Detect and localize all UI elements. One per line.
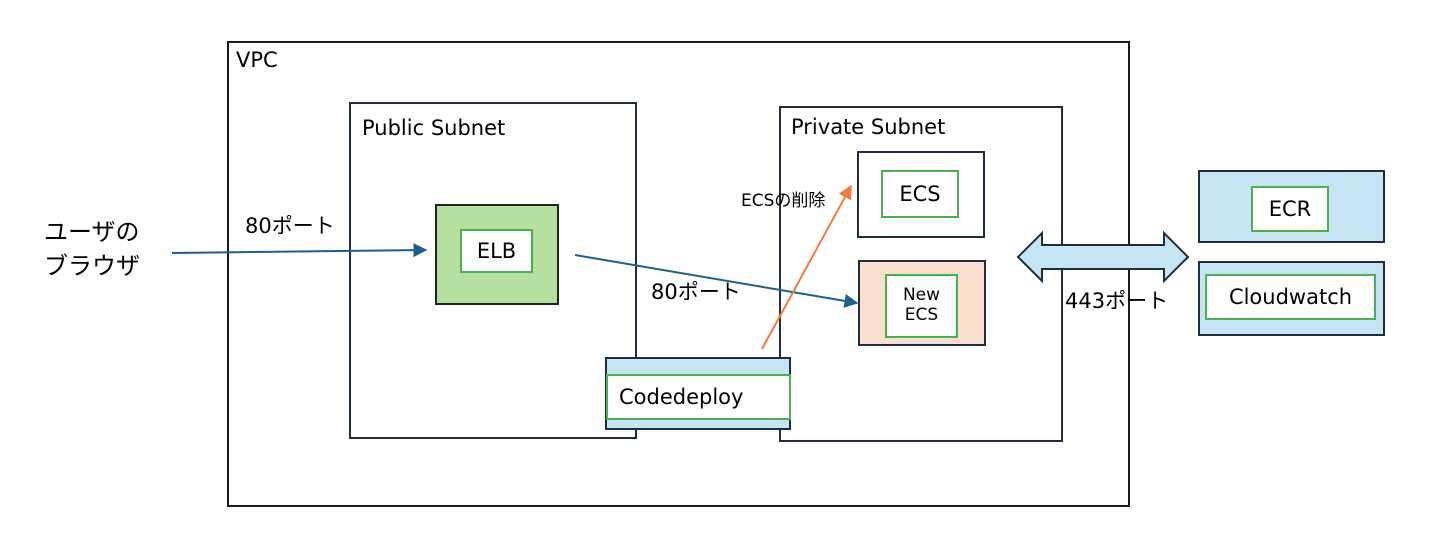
private-subnet-label: Private Subnet [791,115,946,139]
public-subnet-label: Public Subnet [362,116,506,140]
new-ecs-label-line2: ECS [904,305,939,325]
vpc-external-double-arrow [1016,230,1190,284]
codedeploy-label: Codedeploy [619,384,744,409]
ecs-label: ECS [899,181,941,206]
user-browser-label-line2: ブラウザ [44,252,140,280]
elb-node [435,204,559,305]
user-to-elb-port-label: 80ポート [245,214,335,238]
user-browser-label-line1: ユーザの [44,218,140,246]
ecr-label-box: ECR [1251,186,1329,232]
elb-label: ELB [476,238,517,263]
cloudwatch-label-box: Cloudwatch [1205,274,1376,320]
external-port-label: 443ポート [1065,289,1169,313]
new-ecs-label-line1: New [902,285,941,306]
vpc-label: VPC [236,48,278,72]
codedeploy-to-ecs-arrow [761,184,852,350]
elb-label-box: ELB [460,229,533,273]
new-ecs-label-box: New ECS [885,274,958,338]
ecs-label-box: ECS [881,170,959,218]
ecs-node [857,151,985,238]
ecr-label: ECR [1268,196,1312,221]
private-subnet-container [779,106,1063,442]
elb-to-new-ecs-port-label: 80ポート [651,280,741,304]
vpc-container [227,41,1130,507]
new-ecs-label: New ECS [887,276,956,336]
ecs-delete-label: ECSの削除 [741,191,826,211]
cloudwatch-label: Cloudwatch [1228,284,1353,309]
codedeploy-label-box: Codedeploy [606,374,791,420]
public-subnet-container [349,102,637,439]
user-to-elb-arrow [171,243,428,258]
elb-to-new-ecs-arrow [574,254,859,308]
